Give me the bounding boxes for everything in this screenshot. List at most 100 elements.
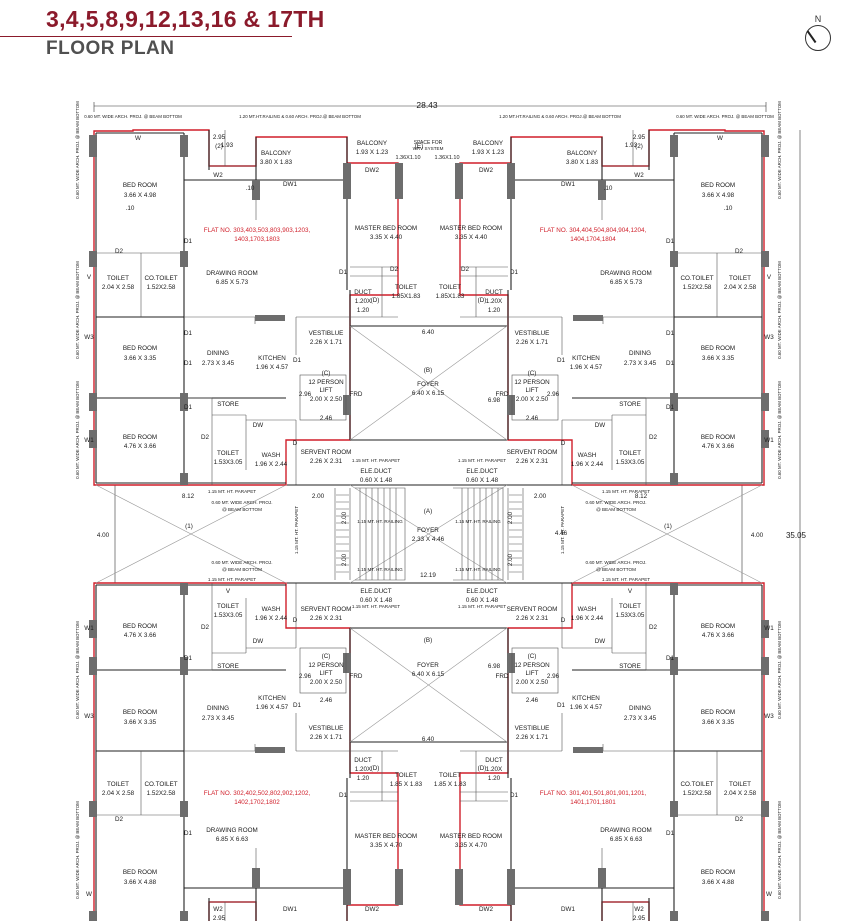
room-toilet-m-tl: TOILET bbox=[395, 284, 417, 291]
size-servent-tl: 2.26 X 2.31 bbox=[310, 458, 343, 465]
tag-d1c-tl: D1 bbox=[184, 330, 193, 337]
size-lift-tl: 2.00 X 2.50 bbox=[310, 396, 343, 403]
tag-w-br: W bbox=[766, 891, 772, 898]
tag-d-bl: D bbox=[293, 617, 298, 624]
tag-d1-br: D1 bbox=[666, 830, 675, 837]
tag-v-br: V bbox=[628, 588, 633, 595]
size-toilet-tl: 2.04 X 2.58 bbox=[102, 284, 135, 291]
room-toilet-bl: TOILET bbox=[107, 781, 129, 788]
room-toilet-m-bl: TOILET bbox=[395, 772, 417, 779]
tag-v-tl: V bbox=[87, 274, 92, 281]
tag-d2e-tr: D2 bbox=[649, 434, 658, 441]
room-lift-bl-2: LIFT bbox=[320, 670, 333, 677]
room-servent-tr: SERVENT ROOM bbox=[507, 449, 558, 456]
size-cotoilet-tl: 1.52X2.58 bbox=[147, 284, 176, 291]
tag-d1e-tr: D1 bbox=[666, 404, 675, 411]
parapet-4: 1.15 MT. HT. PARAPET bbox=[602, 577, 650, 582]
arch-note-tl: 0.60 MT. WIDE ARCH. PROJ. @ BEAM BOTTOM bbox=[84, 114, 182, 119]
tag-d1b-bl: D1 bbox=[339, 792, 348, 799]
flat-label-tl: FLAT NO. 303,403,503,803,903,1203, bbox=[204, 227, 311, 234]
tag-frd-tl: FRD bbox=[350, 391, 363, 398]
tag-d1e-bl: D1 bbox=[184, 655, 193, 662]
flat-label-bl-2: 1402,1702,1802 bbox=[234, 799, 280, 806]
room-lift-tr-2: LIFT bbox=[526, 387, 539, 394]
room-master-tr: MASTER BED ROOM bbox=[440, 225, 502, 232]
room-bed3-bl: BED ROOM bbox=[123, 623, 157, 630]
dim-foyer-w-bottom: 6.40 bbox=[422, 736, 435, 743]
dim-stair-h1: 2.00 bbox=[341, 553, 348, 566]
arch-right-1: 0.60 MT. WIDE ARCH. PROJ. @ BEAM BOTTOM bbox=[777, 101, 782, 199]
size-cotoilet-bl: 1.52X2.58 bbox=[147, 790, 176, 797]
size-servent-br: 2.26 X 2.31 bbox=[516, 615, 549, 622]
balcony-dim-2l: 2.95 bbox=[213, 134, 226, 141]
room-cotoilet-tl: CO.TOILET bbox=[144, 275, 177, 282]
size-bed3-br: 4.76 X 3.66 bbox=[702, 632, 735, 639]
size-bed3-tr: 4.76 X 3.66 bbox=[702, 443, 735, 450]
tag-dw2-tr: DW2 bbox=[479, 167, 493, 174]
size-balcony-small-l: 1.93 X 1.23 bbox=[356, 149, 389, 156]
tag-d-tr: D bbox=[561, 440, 566, 447]
arch-right-5: 0.60 MT. WIDE ARCH. PROJ. @ BEAM BOTTOM bbox=[777, 801, 782, 899]
size-kitchen-br: 1.96 X 4.57 bbox=[570, 704, 603, 711]
floor-plan-drawing: 28.43 1.20 MT.HT.RAILING & 0.60 ARCH. PR… bbox=[75, 100, 807, 921]
flat-label-br: FLAT NO. 301,401,501,801,901,1201, bbox=[540, 790, 647, 797]
room-vest-tr: VESTIBLUE bbox=[515, 330, 550, 337]
room-kitchen-bl: KITCHEN bbox=[258, 695, 286, 702]
room-bed2-tr: BED ROOM bbox=[701, 345, 735, 352]
foyer-b-top-cross bbox=[349, 325, 508, 441]
size-bed-tl: 3.66 X 4.98 bbox=[124, 192, 157, 199]
flat-label-br-2: 1401,1701,1801 bbox=[570, 799, 616, 806]
room-master-br: MASTER BED ROOM bbox=[440, 833, 502, 840]
size-servent-tr: 2.26 X 2.31 bbox=[516, 458, 549, 465]
room-dining-br: DINING bbox=[629, 705, 651, 712]
room-eleduct-tl: ELE.DUCT bbox=[360, 468, 391, 475]
room-lift-bl: 12 PERSON bbox=[308, 662, 344, 669]
tag-d1-tl: D1 bbox=[184, 238, 193, 245]
room-dining-bl: DINING bbox=[207, 705, 229, 712]
tag-dw1-bl: DW1 bbox=[283, 906, 297, 913]
room-vest-bl: VESTIBLUE bbox=[309, 725, 344, 732]
tag-d1b-tl: D1 bbox=[339, 269, 348, 276]
dim-foyer-a-side: 4.46 bbox=[555, 530, 568, 537]
size-eleduct-br: 0.60 X 1.48 bbox=[466, 597, 499, 604]
room-cotoilet-br: CO.TOILET bbox=[680, 781, 713, 788]
size-duct-tl: 1.20X bbox=[355, 298, 372, 305]
win-tag-3: .10 bbox=[246, 185, 255, 192]
room-master-tl: MASTER BED ROOM bbox=[355, 225, 417, 232]
room-toilet2-br: TOILET bbox=[619, 603, 641, 610]
dim-lift-h-tr: 2.96 bbox=[547, 391, 560, 398]
tag-d2-bl: D2 bbox=[115, 816, 124, 823]
tag-d2b-tl: D2 bbox=[390, 266, 399, 273]
room-balcony-small-r: BALCONY bbox=[473, 140, 504, 147]
tag-d2e-tl: D2 bbox=[201, 434, 210, 441]
dim-stair-1: 2.00 bbox=[312, 493, 325, 500]
size-toilet2-tr: 1.53X3.05 bbox=[616, 459, 645, 466]
room-cotoilet-bl: CO.TOILET bbox=[144, 781, 177, 788]
room-bed3-br: BED ROOM bbox=[701, 623, 735, 630]
size-bed-bl: 3.66 X 4.88 bbox=[124, 879, 157, 886]
room-kitchen-tl: KITCHEN bbox=[258, 355, 286, 362]
tag-lift-bl: (C) bbox=[322, 653, 331, 660]
tag-w-bl: W bbox=[86, 891, 92, 898]
room-lift-br-2: LIFT bbox=[526, 670, 539, 677]
parapet-5: 1.15 MT. HT. PARAPET bbox=[352, 458, 400, 463]
size-balcony-r: 3.80 X 1.83 bbox=[566, 159, 599, 166]
room-kitchen-tr: KITCHEN bbox=[572, 355, 600, 362]
size-toilet-bl: 2.04 X 2.58 bbox=[102, 790, 135, 797]
dim-lift-h-tl: 2.96 bbox=[299, 391, 312, 398]
tag-v-tr: V bbox=[767, 274, 772, 281]
size-dining-bl: 2.73 X 3.45 bbox=[202, 715, 235, 722]
room-vest-br: VESTIBLUE bbox=[515, 725, 550, 732]
room-bed-bl: BED ROOM bbox=[123, 869, 157, 876]
arch-mid-r1: 0.60 MT. WIDE ARCH. PROJ. bbox=[585, 500, 646, 505]
north-arrow-icon: N bbox=[803, 14, 833, 54]
tag-v-bl: V bbox=[226, 588, 231, 595]
size-toilet-tr: 2.04 X 2.58 bbox=[724, 284, 757, 291]
size-balcony-small-r: 1.93 X 1.23 bbox=[472, 149, 505, 156]
tag-dd-tl: (D) bbox=[371, 297, 380, 304]
balcony-dim-v-r: 1.93 bbox=[625, 142, 638, 149]
room-servent-bl: SERVENT ROOM bbox=[301, 606, 352, 613]
size-foyer-bottom: 6.40 X 6.15 bbox=[412, 671, 445, 678]
tag-w2-bl: W2 bbox=[213, 906, 223, 913]
room-master-bl: MASTER BED ROOM bbox=[355, 833, 417, 840]
